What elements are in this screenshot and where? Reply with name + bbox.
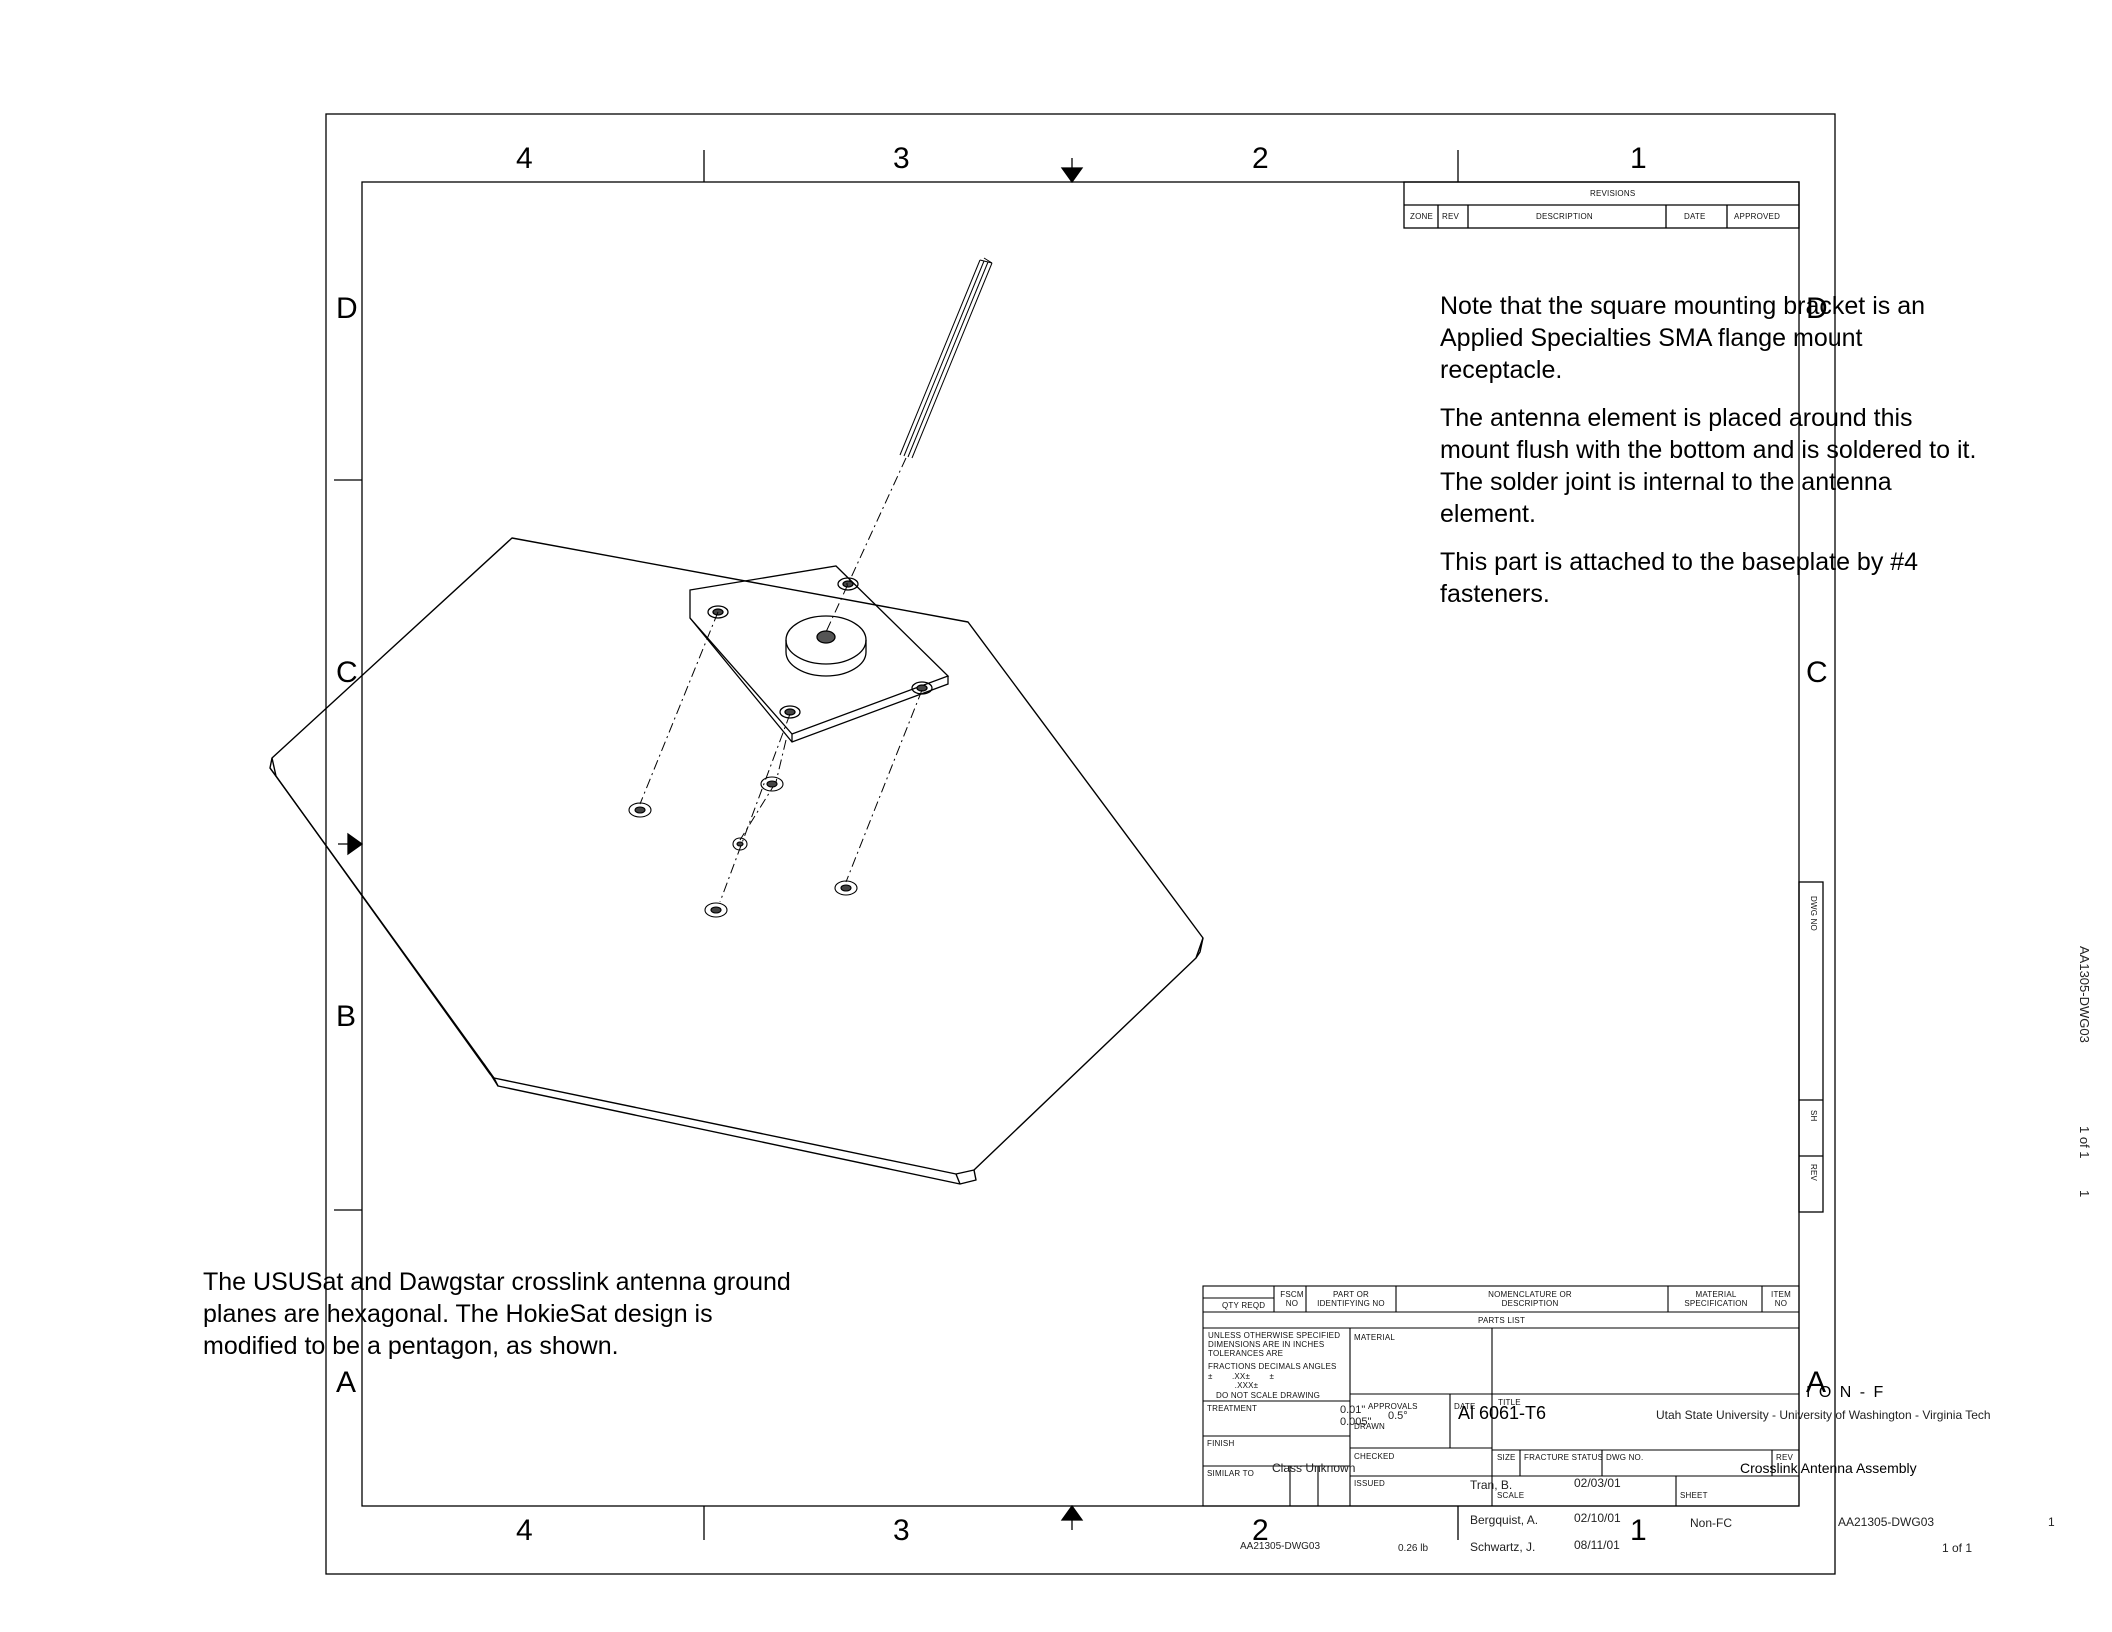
zone-right-d: D: [1806, 292, 1828, 325]
side-sh: SH: [1809, 1110, 1818, 1122]
flange-screw-heads: [707, 577, 933, 719]
material-label: MATERIAL: [1354, 1333, 1396, 1342]
zone-bottom-1: 1: [1630, 1514, 1647, 1547]
zone-bottom-4: 4: [516, 1514, 533, 1547]
finish-label: FINISH: [1207, 1439, 1235, 1448]
material-value: Al 6061-T6: [1458, 1403, 1547, 1423]
vertical-rev: 1: [2077, 1190, 2092, 1198]
fracture-label: FRACTURE STATUS: [1524, 1453, 1604, 1462]
sheet-value: 1 of 1: [1942, 1541, 1973, 1555]
centering-arrows: [338, 158, 1084, 1530]
sheet-label: SHEET: [1680, 1491, 1708, 1500]
organization: Utah State University - University of Wa…: [1656, 1408, 1991, 1422]
zone-left-d: D: [336, 292, 358, 325]
dwg-no-label: DWG NO.: [1606, 1453, 1644, 1462]
issued-date: 08/11/01: [1574, 1538, 1620, 1552]
scale-label: SCALE: [1497, 1491, 1525, 1500]
tolerance-notes: UNLESS OTHERWISE SPECIFIED DIMENSIONS AR…: [1208, 1331, 1348, 1401]
zone-top-1: 1: [1630, 142, 1647, 175]
tolerance-line: TOLERANCES ARE: [1208, 1349, 1284, 1358]
tolerance-line: DO NOT SCALE DRAWING: [1216, 1391, 1321, 1400]
checked-by: Bergquist, A.: [1470, 1513, 1539, 1527]
rev-label: REV: [1776, 1453, 1794, 1462]
note-antenna-element: The antenna element is placed around thi…: [1440, 404, 1977, 528]
tolerance-decimal-3: 0.005": [1340, 1416, 1372, 1428]
zone-left-c: C: [336, 656, 358, 689]
note-mount-bracket: Note that the square mounting bracket is…: [1440, 292, 1926, 384]
tolerance-line: FRACTIONS DECIMALS ANGLES: [1208, 1362, 1337, 1371]
weight: 0.26 lb: [1398, 1543, 1429, 1554]
classification: Class Unknown: [1272, 1461, 1356, 1475]
drawn-by: Tran, B.: [1470, 1478, 1513, 1492]
zone-ticks: [334, 150, 1459, 1540]
file-ref: AA21305-DWG03: [1240, 1541, 1321, 1552]
parts-header-part-no: PART OR IDENTIFYING NO: [1317, 1290, 1385, 1308]
parts-list-title: PARTS LIST: [1478, 1316, 1526, 1325]
zone-right-c: C: [1806, 656, 1828, 689]
revisions-header-description: DESCRIPTION: [1536, 212, 1593, 221]
zone-right-a: A: [1806, 1366, 1827, 1399]
tolerance-decimal-2: 0.01": [1340, 1404, 1366, 1416]
revisions-header-rev: REV: [1442, 212, 1460, 221]
treatment-label: TREATMENT: [1207, 1404, 1258, 1413]
zone-bottom-2: 2: [1252, 1514, 1269, 1547]
tolerance-line: .XXX±: [1208, 1381, 1259, 1390]
similar-to-label: SIMILAR TO: [1207, 1469, 1255, 1478]
pentagon-ground-plane: [269, 537, 1204, 1185]
zone-top-4: 4: [516, 142, 533, 175]
dwg-no-value: AA21305-DWG03: [1838, 1515, 1935, 1529]
drawn-date: 02/03/01: [1574, 1476, 1621, 1490]
zone-bottom-3: 3: [893, 1514, 910, 1547]
issued-by: Schwartz, J.: [1470, 1540, 1536, 1554]
issued-label: ISSUED: [1354, 1479, 1385, 1488]
zone-left-b: B: [336, 1000, 357, 1033]
parts-header-nomenclature: NOMENCLATURE OR DESCRIPTION: [1488, 1290, 1572, 1308]
title-label: TITLE: [1498, 1398, 1521, 1407]
parts-header-fscm: FSCM NO: [1280, 1290, 1304, 1308]
exploded-axes: [639, 457, 923, 903]
checked-date: 02/10/01: [1574, 1511, 1621, 1525]
title-block-grid: [1202, 1285, 1800, 1507]
tolerance-line: ± .XX± ±: [1208, 1372, 1275, 1381]
note-ground-plane: The USUSat and Dawgstar crosslink antenn…: [203, 1268, 791, 1360]
revisions-header-approved: APPROVED: [1734, 212, 1781, 221]
zone-top-3: 3: [893, 142, 910, 175]
revisions-header-zone: ZONE: [1410, 212, 1434, 221]
side-block: [1798, 881, 1824, 1213]
revisions-block: [1403, 181, 1800, 229]
rev-value: 1: [2048, 1515, 2055, 1529]
vertical-dwg-no: AA1305-DWG03: [2077, 946, 2092, 1043]
side-rev: REV: [1809, 1164, 1818, 1182]
checked-label: CHECKED: [1354, 1452, 1395, 1461]
organization-partial: I O N - F: [1806, 1384, 1886, 1401]
drawing-title: Crosslink Antenna Assembly: [1740, 1460, 1917, 1476]
approvals-label: APPROVALS: [1368, 1402, 1418, 1411]
tolerance-angle: 0.5°: [1388, 1410, 1408, 1422]
size-label: SIZE: [1497, 1453, 1516, 1462]
outer-frame: [325, 113, 1836, 1575]
note-attachment: This part is attached to the baseplate b…: [1440, 548, 1919, 608]
zone-top-2: 2: [1252, 142, 1269, 175]
parts-header-qty: QTY REQD: [1222, 1301, 1266, 1310]
vertical-sheet: 1 of 1: [2077, 1126, 2092, 1159]
tolerance-line: DIMENSIONS ARE IN INCHES: [1208, 1340, 1325, 1349]
date-label: DATE: [1454, 1402, 1476, 1411]
revisions-header-date: DATE: [1684, 212, 1706, 221]
zone-left-a: A: [336, 1366, 357, 1399]
flange-mount: [689, 565, 950, 743]
fasteners: [628, 776, 858, 918]
revisions-title: REVISIONS: [1590, 189, 1636, 198]
drawn-label: DRAWN: [1354, 1422, 1385, 1431]
antenna-element: [899, 257, 993, 459]
side-dwg-no: DWG NO: [1809, 896, 1818, 931]
parts-header-material-spec: MATERIAL SPECIFICATION: [1684, 1290, 1748, 1308]
parts-header-item-no: ITEM NO: [1771, 1290, 1791, 1308]
tolerance-line: UNLESS OTHERWISE SPECIFIED: [1208, 1331, 1341, 1340]
fracture-status: Non-FC: [1690, 1516, 1733, 1530]
